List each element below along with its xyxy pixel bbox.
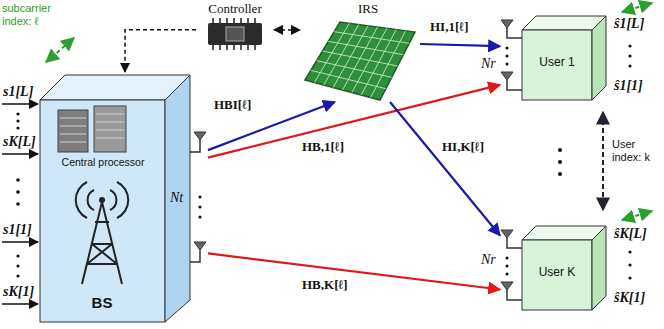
signal-label: ŝK[1] bbox=[614, 290, 645, 306]
node-text: BS bbox=[77, 294, 127, 311]
channel-label: HI,1[ℓ] bbox=[428, 20, 470, 35]
antenna-count: Nr bbox=[481, 56, 496, 72]
node-text: Central processor bbox=[42, 156, 164, 168]
channel-label: HB,K[ℓ] bbox=[300, 278, 350, 293]
channel-label: HBI[ℓ] bbox=[212, 98, 253, 113]
channel-link bbox=[208, 253, 500, 289]
channel-link bbox=[420, 44, 500, 46]
axis-note: User index: k bbox=[612, 138, 662, 163]
signal-label: s1[L] bbox=[3, 84, 33, 100]
channel-label: HB,1[ℓ] bbox=[300, 140, 346, 155]
node-text: Controller bbox=[196, 2, 274, 17]
signal-label: ŝ1[1] bbox=[614, 78, 643, 94]
signal-label: sK[L] bbox=[3, 134, 36, 150]
channel-label: HI,K[ℓ] bbox=[440, 140, 486, 155]
signal-label: ŝK[L] bbox=[614, 226, 647, 242]
signal-label: sK[1] bbox=[3, 284, 34, 300]
channel-link bbox=[208, 85, 500, 158]
node-text: User K bbox=[522, 266, 592, 280]
user-terminal: User K bbox=[500, 222, 610, 312]
signal-label: ŝ1[L] bbox=[614, 16, 644, 32]
input-arrows bbox=[2, 104, 38, 304]
node-outline bbox=[300, 2, 420, 102]
controller-chip: Controller bbox=[196, 2, 274, 50]
node-text: User 1 bbox=[522, 56, 592, 70]
channel-link bbox=[390, 102, 500, 236]
node-text: IRS bbox=[348, 2, 388, 17]
antenna-count: Nt bbox=[170, 190, 183, 206]
channel-link bbox=[274, 29, 300, 31]
signal-label: s1[1] bbox=[3, 222, 32, 238]
user-index-arrow bbox=[602, 112, 604, 210]
antenna-count: Nr bbox=[481, 252, 496, 268]
user-terminal: User 1 bbox=[500, 12, 610, 102]
irs-panel: IRS bbox=[300, 2, 420, 102]
axis-note: subcarrier index: ℓ bbox=[2, 2, 66, 27]
channel-link bbox=[125, 30, 196, 72]
